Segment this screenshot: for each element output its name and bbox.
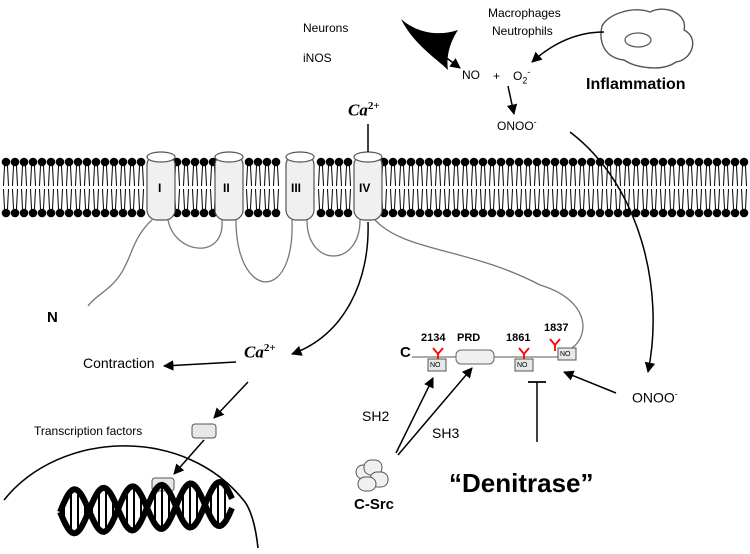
lipid-bilayer [1,157,749,218]
label-site-1861: 1861 [506,332,531,344]
arrow-tf-to-nucleus [173,439,205,475]
label-no-tag-1861: NO [517,362,528,369]
nitration-mark-2134 [432,347,444,359]
arrow-onoo-to-c-terminus [563,370,617,394]
macrophage-nucleus [624,32,652,48]
loop-i-ii [167,219,223,249]
arrow-ca-to-contraction [162,360,237,371]
label-neutrophils: Neutrophils [492,24,553,38]
c-src-icon [355,459,389,492]
channel-domain-iii [285,151,315,221]
channel-domain-iv [353,151,383,221]
loop-iii-iv [306,219,361,257]
label-domain-i: I [158,181,162,195]
arrow-onoo-to-onoo [569,131,656,374]
label-domain-ii: II [223,181,230,195]
label-contraction: Contraction [83,355,155,371]
label-site-1837: 1837 [544,322,569,334]
transcription-factor-box [191,423,217,439]
label-c-src: C-Src [354,496,395,513]
c-terminal-tail [374,219,584,349]
label-ca-mid: Ca2+ [244,342,276,362]
label-ca-top: Ca2+ [348,100,380,120]
label-prd: PRD [457,332,481,344]
nitration-mark-1861 [518,347,530,359]
label-domain-iv: IV [359,181,371,195]
label-o2: O2- [513,67,531,86]
no-tag-2134 [427,358,447,372]
label-c-terminus: C [400,344,411,361]
arrow-csrc-to-2134 [395,377,434,454]
label-transcription-factors: Transcription factors [34,424,143,438]
label-inflammation: Inflammation [586,76,686,93]
label-n-terminus: N [47,309,58,326]
channel-domain-ii [214,151,244,221]
arrow-csrc-to-prd [397,367,473,456]
label-no-tag-1837: NO [560,351,571,358]
n-terminal-tail [87,219,153,307]
label-domain-iii: III [291,181,302,195]
label-sh3: SH3 [432,425,460,441]
nitration-mark-1837 [549,338,561,351]
prd-box [455,349,495,365]
arrow-macrophages-to-o2 [531,31,605,63]
arrow-reaction-to-onoo [506,85,518,116]
channel-domain-i [146,151,176,221]
arrow-channel-to-ca [291,221,369,356]
label-neurons: Neurons [303,21,349,35]
label-macrophages: Macrophages [488,6,561,20]
label-inos: iNOS [303,51,332,65]
dna-helix [57,478,235,537]
label-onoo-top: ONOO- [497,117,537,133]
label-site-2134: 2134 [421,332,446,344]
label-sh2: SH2 [362,408,390,424]
label-no-tag-2134: NO [430,362,441,369]
label-plus: + [493,69,501,83]
label-no-top: NO [462,68,480,82]
arrow-neurons-to-no [435,49,461,69]
label-denitrase: “Denitrase” [449,468,594,498]
loop-ii-iii [235,219,293,283]
label-onoo-right: ONOO- [632,389,678,406]
no-tag-1837 [557,347,577,361]
arrow-ca-to-tf [213,381,249,419]
nuclear-envelope [3,445,259,549]
neuron-terminal-icon [401,19,458,70]
